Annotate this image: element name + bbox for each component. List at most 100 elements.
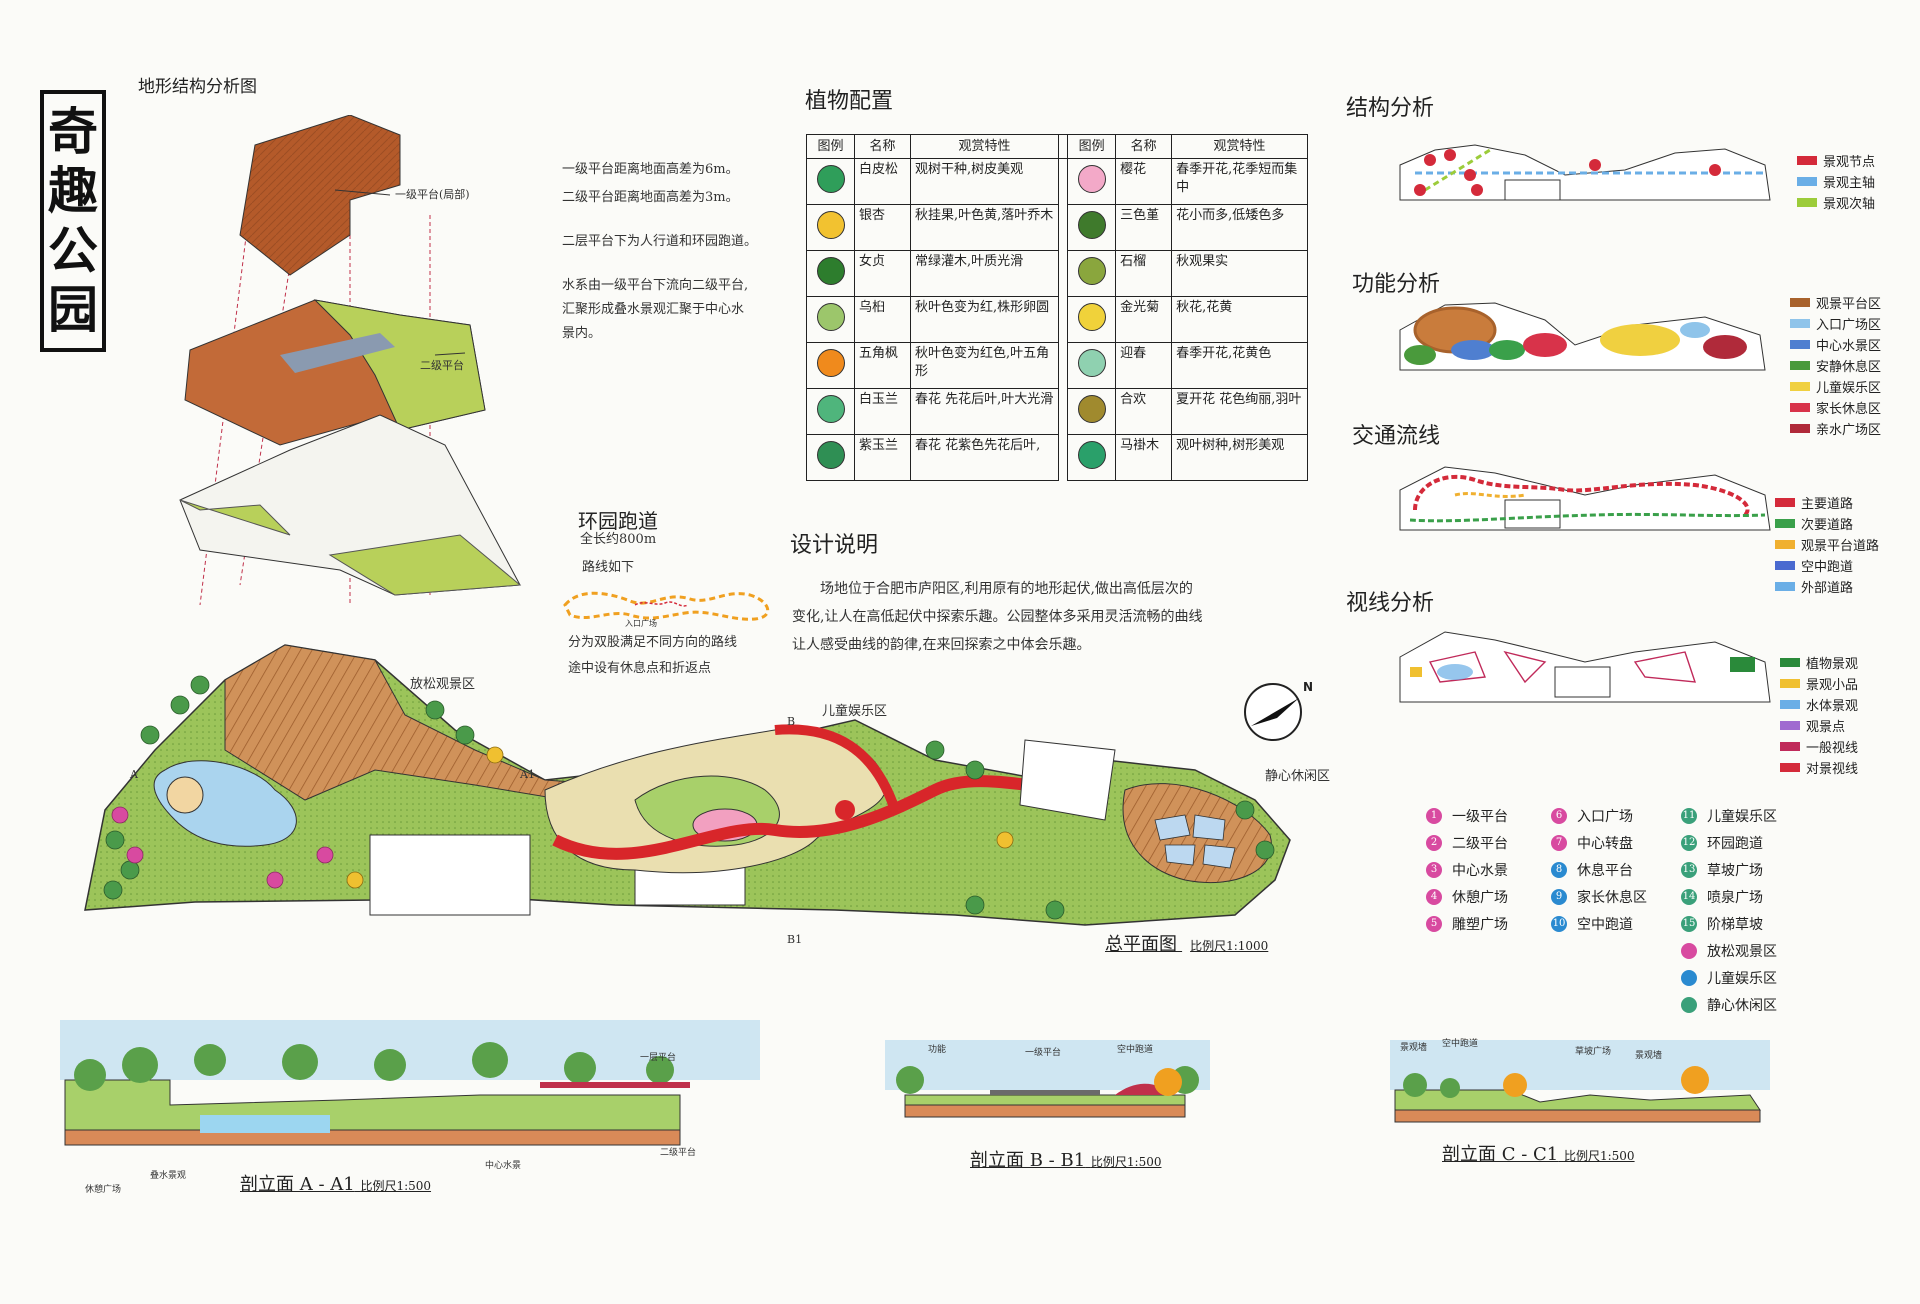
number-badge-icon: 12	[1681, 834, 1697, 851]
label-level1: 一级平台(局部)	[395, 188, 470, 201]
plant-symbol-cell	[1067, 296, 1117, 343]
plant-symbol-icon	[816, 164, 845, 193]
numbered-legend-label: 雕塑广场	[1452, 916, 1508, 933]
number-badge-icon	[1681, 942, 1697, 959]
legend-swatch-icon	[1780, 742, 1800, 751]
numbered-legend-item: 4 休憩广场	[1426, 883, 1551, 910]
legend-item: 儿童娱乐区	[1790, 376, 1881, 397]
section-a-label: 二级平台	[660, 1148, 697, 1158]
plant-symbol-icon	[1077, 256, 1106, 285]
section-mark-a1: A1	[520, 768, 535, 781]
plant-desc: 观树干种,树皮美观	[909, 158, 1060, 205]
numbered-legend-label: 中心水景	[1452, 862, 1508, 879]
legend-label: 景观主轴	[1823, 176, 1876, 191]
number-badge-icon: 8	[1551, 861, 1567, 878]
numbered-legend-item: 5 雕塑广场	[1426, 910, 1551, 937]
number-badge-icon: 14	[1681, 888, 1697, 905]
legend-swatch-icon	[1797, 177, 1817, 186]
plant-symbol-icon	[816, 256, 845, 285]
legend-label: 景观节点	[1823, 155, 1876, 170]
plant-table: 图例 名称 观赏特性 图例 名称 观赏特性 白皮松观树干种,树皮美观樱花春季开花…	[806, 134, 1308, 481]
legend-label: 安静休息区	[1816, 360, 1882, 375]
plant-name: 女贞	[854, 250, 911, 297]
plant-name: 马褂木	[1115, 434, 1173, 481]
number-badge-icon: 7	[1551, 834, 1567, 851]
master-plan	[84, 644, 1291, 926]
plant-desc: 春花 先花后叶,叶大光滑	[909, 388, 1060, 435]
numbered-legend-item: 放松观景区	[1681, 937, 1801, 964]
numbered-legend-label: 休憩广场	[1452, 889, 1508, 906]
section-mark-b1: B1	[787, 933, 803, 946]
legend-label: 观景平台区	[1816, 297, 1882, 312]
section-b-label: 空中跑道	[1117, 1045, 1154, 1055]
north-label: N	[1303, 680, 1314, 694]
legend-item: 观景平台道路	[1775, 534, 1879, 555]
plant-name: 合欢	[1115, 388, 1173, 435]
plant-symbol-icon	[816, 440, 845, 469]
number-badge-icon: 5	[1426, 915, 1442, 932]
plant-symbol-cell	[1067, 434, 1117, 481]
function-diagram	[1399, 302, 1766, 371]
section-a-drawing	[60, 1020, 760, 1146]
plant-name: 石榴	[1115, 250, 1173, 297]
legend-item: 景观次轴	[1797, 192, 1875, 213]
legend-swatch-icon	[1790, 382, 1810, 391]
legend-swatch-icon	[1790, 298, 1810, 307]
legend-spacer	[1551, 991, 1681, 1018]
legend-item: 一般视线	[1780, 736, 1858, 757]
section-a-scale: 比例尺1:500	[360, 1179, 432, 1193]
design-title: 设计说明	[790, 533, 879, 558]
section-b-scale: 比例尺1:500	[1090, 1155, 1162, 1169]
legend-item: 次要道路	[1775, 513, 1879, 534]
legend-swatch-icon	[1797, 198, 1817, 207]
legend-swatch-icon	[1790, 424, 1810, 433]
plant-row: 白玉兰春花 先花后叶,叶大光滑合欢夏开花 花色绚丽,羽叶	[806, 388, 1308, 435]
plant-desc: 夏开花 花色绚丽,羽叶	[1171, 388, 1308, 435]
legend-label: 植物景观	[1806, 657, 1859, 672]
legend-label: 入口广场区	[1816, 318, 1882, 333]
legend-item: 景观小品	[1780, 673, 1858, 694]
number-badge-icon: 4	[1426, 888, 1442, 905]
legend-swatch-icon	[1780, 679, 1800, 688]
traffic-diagram	[1399, 466, 1771, 531]
plant-desc: 秋叶色变为红色,叶五角形	[909, 342, 1060, 389]
north-arrow-icon	[1244, 683, 1302, 741]
legend-swatch-icon	[1780, 658, 1800, 667]
numbered-legend-item: 8 休息平台	[1551, 856, 1681, 883]
section-b-drawing	[885, 1040, 1210, 1118]
plant-desc: 春季开花,花季短而集中	[1171, 158, 1308, 205]
legend-label: 观景平台道路	[1801, 539, 1880, 554]
track-route: 路线如下	[582, 560, 635, 575]
legend-item: 主要道路	[1775, 492, 1879, 513]
number-badge-icon	[1681, 996, 1697, 1013]
section-a-label: 叠水景观	[150, 1171, 187, 1181]
plant-name: 银杏	[854, 204, 911, 251]
number-badge-icon: 13	[1681, 861, 1697, 878]
section-a-title: 剖立面 A - A1	[240, 1174, 355, 1195]
legend-item: 观景平台区	[1790, 292, 1881, 313]
numbered-legend-label: 入口广场	[1577, 808, 1633, 825]
plant-row: 白皮松观树干种,树皮美观樱花春季开花,花季短而集中	[806, 158, 1308, 205]
traffic-legend: 主要道路次要道路观景平台道路空中跑道外部道路	[1775, 492, 1879, 597]
design-line: 变化,让人在高低起伏中探索乐趣。公园整体多采用灵活流畅的曲线	[792, 609, 1203, 625]
legend-label: 水体景观	[1806, 699, 1859, 714]
section-mark-a: A	[130, 768, 138, 781]
legend-item: 水体景观	[1780, 694, 1858, 715]
legend-label: 景观小品	[1806, 678, 1859, 693]
plant-symbol-icon	[816, 302, 845, 331]
plant-symbol-cell	[1067, 204, 1117, 251]
legend-spacer	[1426, 937, 1551, 964]
plant-desc: 观叶树种,树形美观	[1171, 434, 1308, 481]
legend-label: 家长休息区	[1816, 402, 1882, 417]
plant-symbol-cell	[806, 250, 855, 297]
sight-title: 视线分析	[1346, 591, 1435, 616]
numbered-legend-label: 休息平台	[1577, 862, 1633, 879]
plant-symbol-cell	[1067, 342, 1117, 389]
plant-name: 乌桕	[854, 296, 911, 343]
section-mark-b: B	[787, 715, 796, 728]
numbered-legend-label: 阶梯草坡	[1707, 916, 1763, 933]
